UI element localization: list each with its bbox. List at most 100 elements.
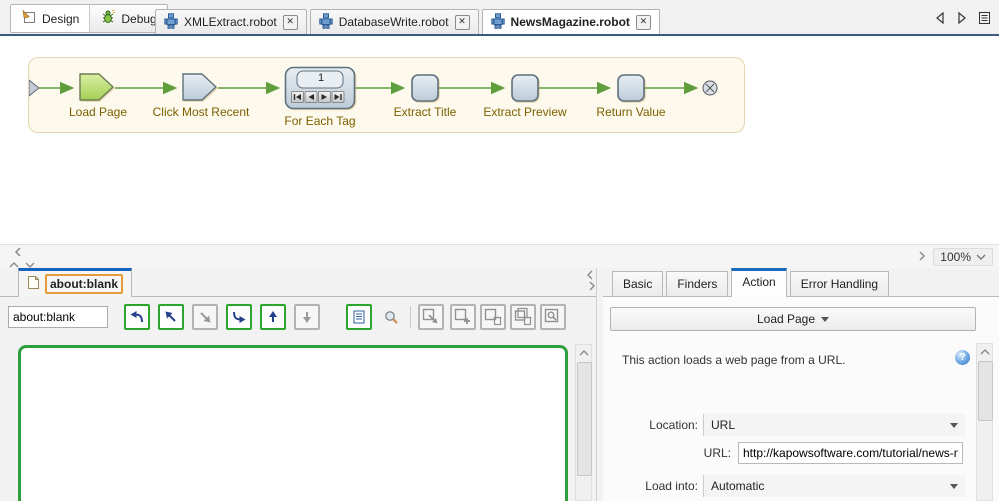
close-all-windows-button[interactable]: [510, 304, 536, 330]
step-extract-title[interactable]: [411, 74, 439, 102]
tab-label: XMLExtract.robot: [184, 15, 277, 29]
zoom-level-dropdown[interactable]: 100%: [933, 248, 993, 266]
splitter-up-icon[interactable]: [8, 258, 20, 272]
scroll-thumb[interactable]: [577, 362, 592, 476]
view-source-button[interactable]: [346, 304, 372, 330]
arrow-down-right-curved-icon: [233, 311, 246, 323]
tab-newsmagazine-robot[interactable]: NewsMagazine.robot ✕: [481, 9, 660, 34]
inspector-scrollbar[interactable]: [976, 343, 993, 501]
close-icon[interactable]: ✕: [282, 14, 298, 30]
magnifier-icon: [385, 311, 398, 324]
tab-xmlextract-robot[interactable]: XMLExtract.robot ✕: [155, 9, 307, 34]
zoom-level-value: 100%: [940, 250, 971, 264]
close-icon[interactable]: ✕: [454, 14, 470, 30]
arrow-up-left-curved-icon: [130, 311, 143, 323]
toolbar-separator: [410, 306, 411, 328]
browser-panel: about:blank: [0, 268, 597, 501]
browser-tab-label: about:blank: [45, 274, 123, 294]
splitter-down-icon[interactable]: [24, 258, 36, 272]
step-label-extract-preview: Extract Preview: [483, 105, 567, 119]
chevron-down-icon: [976, 254, 986, 260]
location-dropdown[interactable]: URL: [703, 414, 965, 436]
down-button[interactable]: [294, 304, 320, 330]
debug-mode-button[interactable]: Debug: [89, 5, 167, 32]
step-for-each-tag[interactable]: [284, 66, 356, 110]
step-extract-preview[interactable]: [511, 74, 539, 102]
document-icon: [353, 310, 365, 324]
arrow-up-left-icon: [165, 311, 176, 322]
robot-flow-canvas[interactable]: 1 Load Page Click Most Recent For Each T…: [0, 36, 999, 244]
robot-icon: [319, 12, 333, 32]
step-load-page[interactable]: [79, 72, 115, 102]
scroll-tabs-right-icon[interactable]: [956, 11, 968, 28]
collapse-panel-right-icon[interactable]: [586, 280, 598, 292]
tab-label: Basic: [623, 277, 653, 291]
robot-icon: [164, 12, 178, 32]
tab-basic[interactable]: Basic: [612, 271, 664, 296]
scroll-thumb[interactable]: [978, 361, 993, 421]
arrow-up-icon: [269, 311, 277, 322]
browser-tab-row: about:blank: [0, 268, 596, 297]
tab-action[interactable]: Action: [731, 268, 787, 297]
panel-splitter[interactable]: [584, 269, 598, 295]
browser-tab-about-blank[interactable]: about:blank: [18, 268, 132, 297]
back-button[interactable]: [158, 304, 184, 330]
window-magnifier-icon: [544, 308, 559, 323]
url-label: URL:: [703, 446, 731, 460]
browser-viewport[interactable]: [18, 345, 568, 501]
loop-iteration-counter: 1: [317, 72, 325, 84]
window-arrow-icon: [422, 308, 438, 324]
close-icon[interactable]: ✕: [635, 14, 651, 30]
arrow-down-right-icon: [200, 312, 211, 323]
robot-icon: [490, 12, 505, 32]
flow-start-icon: [29, 79, 40, 97]
expand-right-icon[interactable]: [917, 250, 927, 265]
collapse-left-icon[interactable]: [12, 246, 24, 261]
action-type-value: Load Page: [756, 312, 816, 326]
tab-label: Finders: [677, 277, 718, 291]
flow-container: 1 Load Page Click Most Recent For Each T…: [28, 57, 745, 133]
lower-workspace: about:blank: [0, 268, 999, 501]
collapse-panel-left-icon[interactable]: [584, 269, 596, 281]
load-into-dropdown[interactable]: Automatic: [703, 475, 965, 497]
scroll-up-icon[interactable]: [977, 345, 992, 359]
arrow-down-icon: [303, 312, 311, 323]
canvas-status-strip: 100%: [0, 244, 999, 268]
tab-error-handling[interactable]: Error Handling: [789, 271, 890, 296]
scroll-up-icon[interactable]: [576, 346, 591, 360]
step-click-most-recent[interactable]: [182, 72, 218, 102]
loop-last-icon: [331, 91, 345, 103]
tab-label: Error Handling: [800, 277, 879, 291]
open-previous-page-button[interactable]: [124, 304, 150, 330]
action-type-dropdown[interactable]: Load Page: [610, 307, 976, 331]
new-window-button[interactable]: [450, 304, 476, 330]
step-return-value[interactable]: [617, 74, 645, 102]
forward-button[interactable]: [192, 304, 218, 330]
browser-scrollbar[interactable]: [575, 344, 592, 501]
browser-toolbar: [0, 297, 596, 341]
tab-label: Action: [742, 275, 776, 289]
action-description: This action loads a web page from a URL.: [622, 353, 846, 367]
step-label-click-most-recent: Click Most Recent: [152, 105, 250, 119]
inspect-button[interactable]: [378, 304, 404, 330]
tab-databasewrite-robot[interactable]: DatabaseWrite.robot ✕: [309, 9, 479, 34]
url-input[interactable]: [738, 442, 963, 464]
scroll-tabs-left-icon[interactable]: [934, 11, 946, 28]
close-window-button[interactable]: [480, 304, 506, 330]
step-label-for-each-tag: For Each Tag: [284, 114, 356, 128]
load-into-label: Load into:: [645, 479, 698, 493]
up-button[interactable]: [260, 304, 286, 330]
open-next-page-button[interactable]: [226, 304, 252, 330]
tab-list-icon[interactable]: [978, 11, 991, 28]
location-value: URL: [711, 418, 736, 432]
design-mode-button[interactable]: Design: [11, 5, 90, 32]
step-label-load-page: Load Page: [68, 105, 128, 119]
tab-finders[interactable]: Finders: [666, 271, 729, 296]
location-label: Location:: [649, 418, 698, 432]
address-input[interactable]: [8, 306, 108, 328]
help-icon[interactable]: ?: [955, 350, 970, 365]
window-plus-icon: [454, 308, 470, 324]
open-window-button[interactable]: [418, 304, 444, 330]
find-window-button[interactable]: [540, 304, 566, 330]
